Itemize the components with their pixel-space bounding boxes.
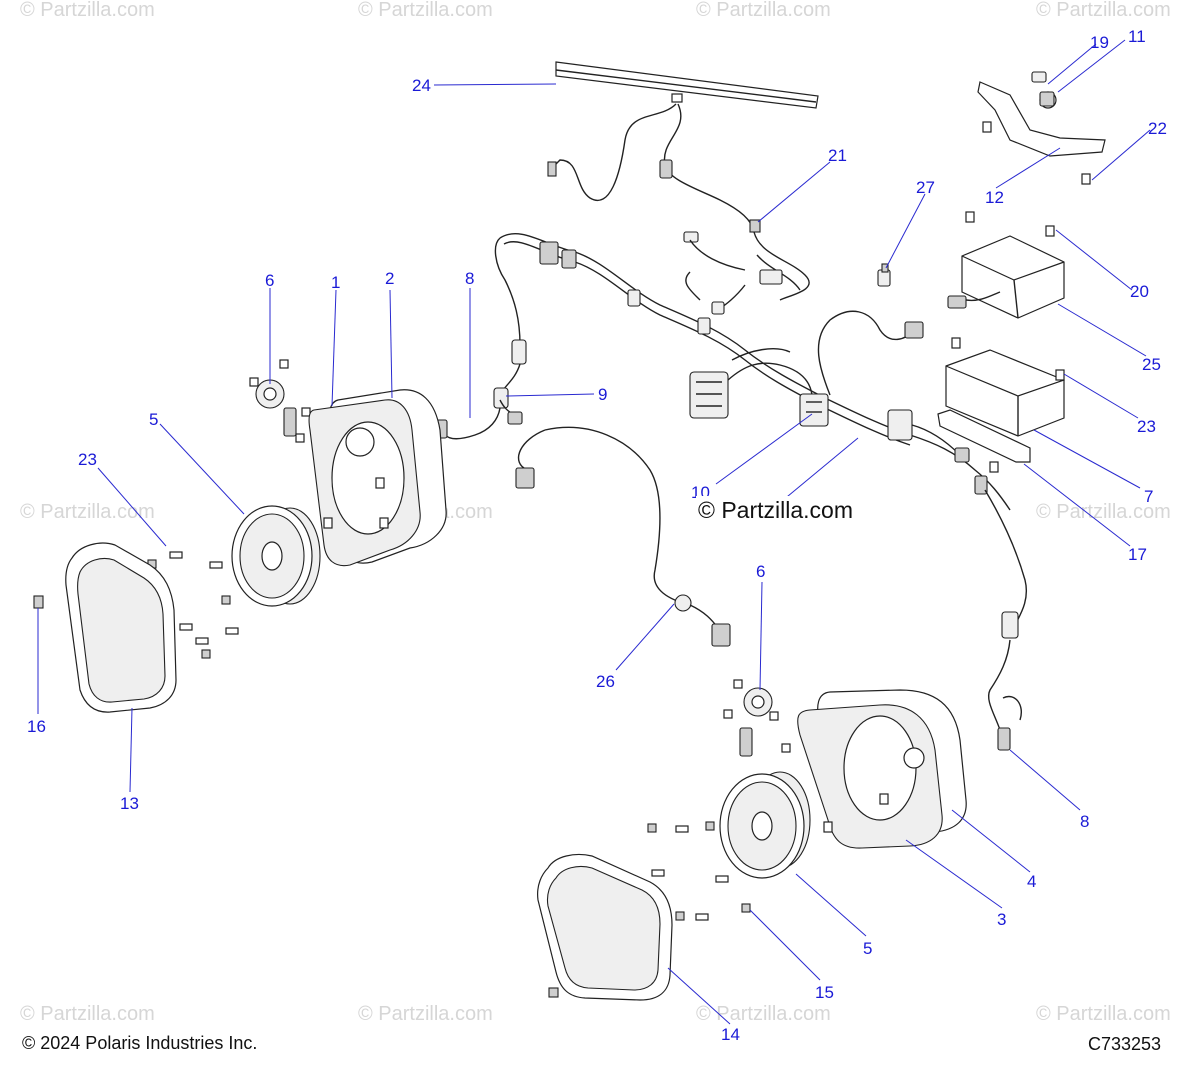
callout-7: 7 <box>1144 487 1153 506</box>
watermark: © Partzilla.com <box>1036 501 1171 523</box>
center-watermark: © Partzilla.com <box>696 496 880 524</box>
callout-20: 20 <box>1130 282 1149 301</box>
callout-23: 23 <box>78 450 97 469</box>
footer: © 2024 Polaris Industries Inc. C733253 <box>22 1033 1161 1054</box>
right-speaker-assembly <box>537 679 967 1001</box>
watermark: © Partzilla.com <box>1036 1003 1171 1025</box>
bracket-12 <box>977 71 1106 185</box>
connector-27 <box>877 263 891 287</box>
callout-9: 9 <box>598 385 607 404</box>
callout-27: 27 <box>916 178 935 197</box>
callout-19: 19 <box>1090 33 1109 52</box>
callout-8: 8 <box>465 269 474 288</box>
copyright-text: © 2024 Polaris Industries Inc. <box>22 1033 257 1053</box>
callout-21: 21 <box>828 146 847 165</box>
bracket-17 <box>937 409 1031 473</box>
callout-23: 23 <box>1137 417 1156 436</box>
callout-16: 16 <box>27 717 46 736</box>
main-wiring-harness <box>436 231 1027 751</box>
callout-24: 24 <box>412 76 431 95</box>
watermark: © Partzilla.com <box>20 0 155 21</box>
watermark: © Partzilla.com <box>696 0 831 21</box>
diagram-code: C733253 <box>1088 1034 1161 1054</box>
watermark-layer: © Partzilla.com © Partzilla.com © Partzi… <box>20 0 1171 1025</box>
callout-15: 15 <box>815 983 834 1002</box>
overhead-wiring <box>547 103 810 301</box>
harness-strip <box>555 61 819 109</box>
callout-6: 6 <box>756 562 765 581</box>
watermark: © Partzilla.com <box>20 501 155 523</box>
leader-lines <box>37 39 1151 1025</box>
left-speaker-assembly <box>33 359 447 713</box>
callout-1: 1 <box>331 273 340 292</box>
watermark: © Partzilla.com <box>696 1003 831 1025</box>
callout-5: 5 <box>149 410 158 429</box>
callout-12: 12 <box>985 188 1004 207</box>
callout-4: 4 <box>1027 872 1036 891</box>
watermark: © Partzilla.com <box>358 1003 493 1025</box>
callout-3: 3 <box>997 910 1006 929</box>
watermark: © Partzilla.com <box>1036 0 1171 21</box>
callout-11: 11 <box>1128 27 1146 46</box>
callout-25: 25 <box>1142 355 1161 374</box>
callout-17: 17 <box>1128 545 1147 564</box>
callout-26: 26 <box>596 672 615 691</box>
callout-22: 22 <box>1148 119 1167 138</box>
watermark: © Partzilla.com <box>20 1003 155 1025</box>
callout-14: 14 <box>721 1025 740 1044</box>
callout-8: 8 <box>1080 812 1089 831</box>
callout-6: 6 <box>265 271 274 290</box>
callout-5: 5 <box>863 939 872 958</box>
callout-13: 13 <box>120 794 139 813</box>
callout-2: 2 <box>385 269 394 288</box>
watermark: © Partzilla.com <box>358 0 493 21</box>
center-brand-text: © Partzilla.com <box>698 497 853 523</box>
amplifier-25 <box>947 211 1065 349</box>
module-7 <box>945 349 1065 437</box>
